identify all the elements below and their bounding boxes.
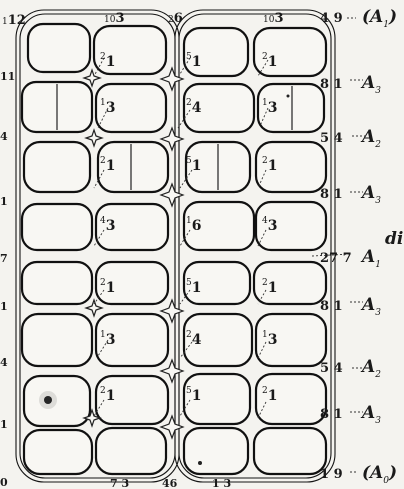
junction-star-8 bbox=[161, 360, 183, 382]
top-label-2: 103 bbox=[104, 11, 125, 26]
cell-r8-c1 bbox=[24, 430, 92, 474]
cell-r3-c4 bbox=[256, 142, 326, 192]
cell-r1-c1 bbox=[28, 24, 90, 72]
row-label: 4 9 bbox=[320, 11, 343, 26]
row-label-lineage: (A1) bbox=[362, 7, 397, 30]
row-label: 8 1 bbox=[320, 77, 343, 92]
left-label-2: 4 bbox=[0, 130, 8, 143]
left-label-6: 4 bbox=[0, 356, 8, 369]
bottom-label-3: 1 3 bbox=[212, 477, 231, 489]
cell-r4-c1 bbox=[22, 204, 92, 250]
cell-r8-c4 bbox=[254, 428, 326, 474]
row-label: 5 4 bbox=[320, 131, 343, 146]
left-label-5: 1 bbox=[0, 300, 8, 313]
cell-r7-c1 bbox=[24, 376, 90, 426]
cell-r8-c2 bbox=[96, 428, 166, 474]
ink-speck-3 bbox=[287, 95, 290, 98]
cell-r6-c1 bbox=[22, 314, 92, 366]
row-label-lineage: A3 bbox=[360, 183, 381, 206]
left-label-4: 7 bbox=[0, 252, 8, 265]
row-label: 8 1 bbox=[320, 299, 343, 314]
row-label-lineage: A1 bbox=[360, 247, 381, 270]
cell-r4-c4 bbox=[256, 202, 326, 250]
cell-r8-c3 bbox=[184, 428, 248, 474]
cell-r6-c4 bbox=[256, 314, 326, 366]
ink-speck-1-halo bbox=[39, 391, 57, 409]
junction-star-6 bbox=[86, 300, 102, 316]
left-label-8: 0 bbox=[0, 476, 8, 489]
row-label: 8 1 bbox=[320, 187, 343, 202]
top-label-3: 26 bbox=[168, 11, 183, 26]
bottom-label-1: 7 3 bbox=[110, 477, 129, 489]
row-label-lineage: A2 bbox=[360, 357, 381, 380]
row-label: 27 7 bbox=[320, 251, 352, 266]
ink-speck-2 bbox=[198, 461, 202, 465]
junction-star-3 bbox=[86, 130, 102, 146]
cell-r3-c1 bbox=[24, 142, 90, 192]
row-label: 1 9 bbox=[320, 467, 343, 482]
left-label-1: 11 bbox=[0, 70, 15, 83]
left-label-7: 1 bbox=[0, 418, 8, 431]
junction-star-1 bbox=[161, 68, 183, 90]
row-label-lineage: A3 bbox=[360, 403, 381, 426]
top-label-4: 103 bbox=[263, 11, 284, 26]
left-margin-labels: 11 4 1 7 1 4 1 0 bbox=[0, 70, 15, 489]
side-note: di bbox=[385, 229, 403, 249]
row-label-lineage: A3 bbox=[360, 73, 381, 96]
row-label: 5 4 bbox=[320, 361, 343, 376]
top-label-1: 112 bbox=[2, 13, 26, 28]
row-label-lineage: (A0) bbox=[362, 463, 397, 486]
cell-r7-c4 bbox=[256, 374, 326, 424]
cell-r5-c1 bbox=[22, 262, 92, 304]
left-label-3: 1 bbox=[0, 195, 8, 208]
row-label: 8 1 bbox=[320, 407, 343, 422]
row-label-lineage: A2 bbox=[360, 127, 381, 150]
bottom-label-2: 46 bbox=[162, 477, 178, 489]
row-label-lineage: A3 bbox=[360, 295, 381, 318]
